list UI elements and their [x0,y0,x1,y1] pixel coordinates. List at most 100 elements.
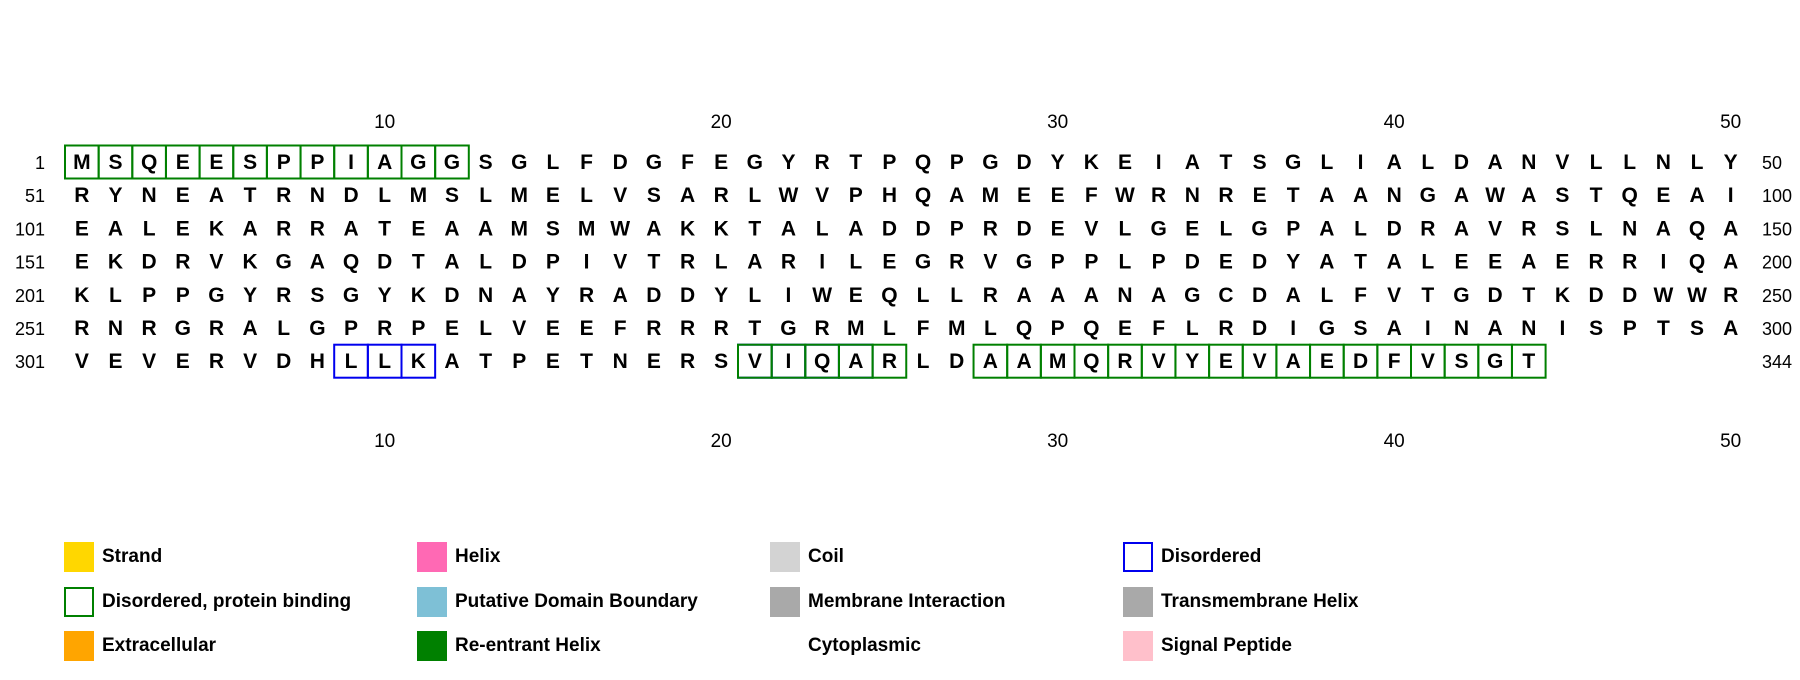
residue: N [1656,151,1671,174]
ruler-label-top: 10 [374,112,395,133]
residue: R [680,350,695,373]
residue: A [1656,217,1671,240]
residue: S [243,151,257,174]
residue: D [915,217,930,240]
residue: P [882,151,896,174]
residue: M [410,184,428,207]
residue: M [73,151,91,174]
residue: T [378,217,391,240]
residue: L [1691,151,1704,174]
residue: Y [546,284,560,307]
residue: M [948,317,966,340]
residue: E [1219,350,1233,373]
residue: L [1354,217,1367,240]
legend-swatch-cytoplasmic [770,631,800,661]
residue: A [512,284,527,307]
ruler-label-bottom: 10 [374,431,395,452]
residue: M [982,184,1000,207]
residue: P [344,317,358,340]
legend-item-strand: Strand [64,542,162,572]
residue: E [176,184,190,207]
residue: V [748,350,762,373]
residue: R [680,317,695,340]
residue: W [779,184,799,207]
residue: G [1184,284,1200,307]
residue: L [1421,251,1434,274]
residue: E [1051,184,1065,207]
residue: A [1319,217,1334,240]
residue: S [1555,184,1569,207]
residue: G [208,284,224,307]
residue: G [646,151,662,174]
residue: L [143,217,156,240]
residue: T [1522,284,1535,307]
residue: A [242,217,257,240]
legend-label: Cytoplasmic [808,635,921,656]
residue: D [1588,284,1603,307]
residue: D [1185,251,1200,274]
residue: W [1653,284,1673,307]
residue: Q [1016,317,1032,340]
residue: R [882,350,897,373]
residue: P [142,284,156,307]
residue: T [412,251,425,274]
row-end-number: 200 [1762,253,1792,273]
residue: Y [781,151,795,174]
residue: L [849,251,862,274]
legend-item-disordered: Disordered [1123,542,1261,572]
residue: A [983,350,998,373]
residue: V [1488,217,1502,240]
residue: R [1723,284,1738,307]
residue: V [75,350,89,373]
residue: V [209,251,223,274]
residue: L [883,317,896,340]
legend-label: Re-entrant Helix [455,635,601,656]
residue: R [815,317,830,340]
residue: D [1454,151,1469,174]
residue: N [142,184,157,207]
residue: D [1387,217,1402,240]
residue: T [1421,284,1434,307]
legend-swatch-disordered [1123,542,1153,572]
residue: H [882,184,897,207]
residue: R [1420,217,1435,240]
residue: V [512,317,526,340]
residue: C [1218,284,1233,307]
legend-swatch-extracellular [64,631,94,661]
residue: L [984,317,997,340]
legend-item-re-entrant-helix: Re-entrant Helix [417,631,601,661]
legend-item-extracellular: Extracellular [64,631,216,661]
residue: W [1115,184,1135,207]
residue: Q [1083,350,1099,373]
residue: L [1186,317,1199,340]
residue: L [378,350,391,373]
residue: P [546,251,560,274]
residue: R [1622,251,1637,274]
residue: E [546,184,560,207]
residue: V [142,350,156,373]
residue: V [1084,217,1098,240]
residue: S [108,151,122,174]
residue: N [1622,217,1637,240]
legend-label: Coil [808,546,844,567]
residue: T [1287,184,1300,207]
residue: D [613,151,628,174]
residue: Y [108,184,122,207]
residue: L [547,151,560,174]
residue: G [276,251,292,274]
residue: E [445,317,459,340]
residue: T [748,217,761,240]
residue: Q [915,151,931,174]
residue: I [1560,317,1566,340]
residue: E [75,217,89,240]
residue: L [917,284,930,307]
residue: F [580,151,593,174]
residue: D [1622,284,1637,307]
residue: E [647,350,661,373]
residue: K [74,284,89,307]
residue: E [714,151,728,174]
residue: A [781,217,796,240]
residue: S [1555,217,1569,240]
residue: A [1319,251,1334,274]
